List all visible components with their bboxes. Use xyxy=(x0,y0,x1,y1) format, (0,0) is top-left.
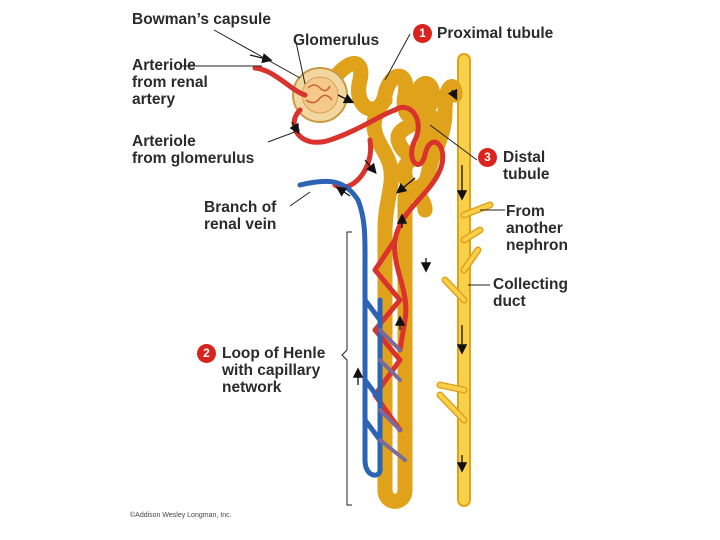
label-glomerulus: Glomerulus xyxy=(293,32,380,49)
label-bowmans-capsule: Bowman’s capsule xyxy=(132,11,271,28)
label-proximal-tubule: Proximal tubule xyxy=(437,25,554,42)
renal-tubule xyxy=(322,64,463,502)
badge-proximal: 1 xyxy=(413,24,432,43)
label-loop-of-henle: Loop of Henle with capillary network xyxy=(222,345,326,396)
collecting-duct xyxy=(436,53,494,507)
label-branch-of-renal-vein: Branch of renal vein xyxy=(204,199,277,233)
badge-distal: 3 xyxy=(478,148,497,167)
flow-arrows xyxy=(249,53,468,473)
label-arteriole-from-renal-artery: Arteriole from renal artery xyxy=(132,57,208,108)
label-arteriole-from-glomerulus: Arteriole from glomerulus xyxy=(132,133,255,167)
copyright-credit: ©Addison Wesley Longman, Inc. xyxy=(130,512,232,519)
capillary-network xyxy=(378,328,407,462)
venules xyxy=(297,178,383,478)
label-collecting-duct: Collecting duct xyxy=(493,276,568,310)
leader-lines xyxy=(180,29,505,506)
badge-loop: 2 xyxy=(197,344,216,363)
label-distal-tubule: Distal tubule xyxy=(503,149,550,183)
label-from-another-nephron: From another nephron xyxy=(506,203,568,254)
